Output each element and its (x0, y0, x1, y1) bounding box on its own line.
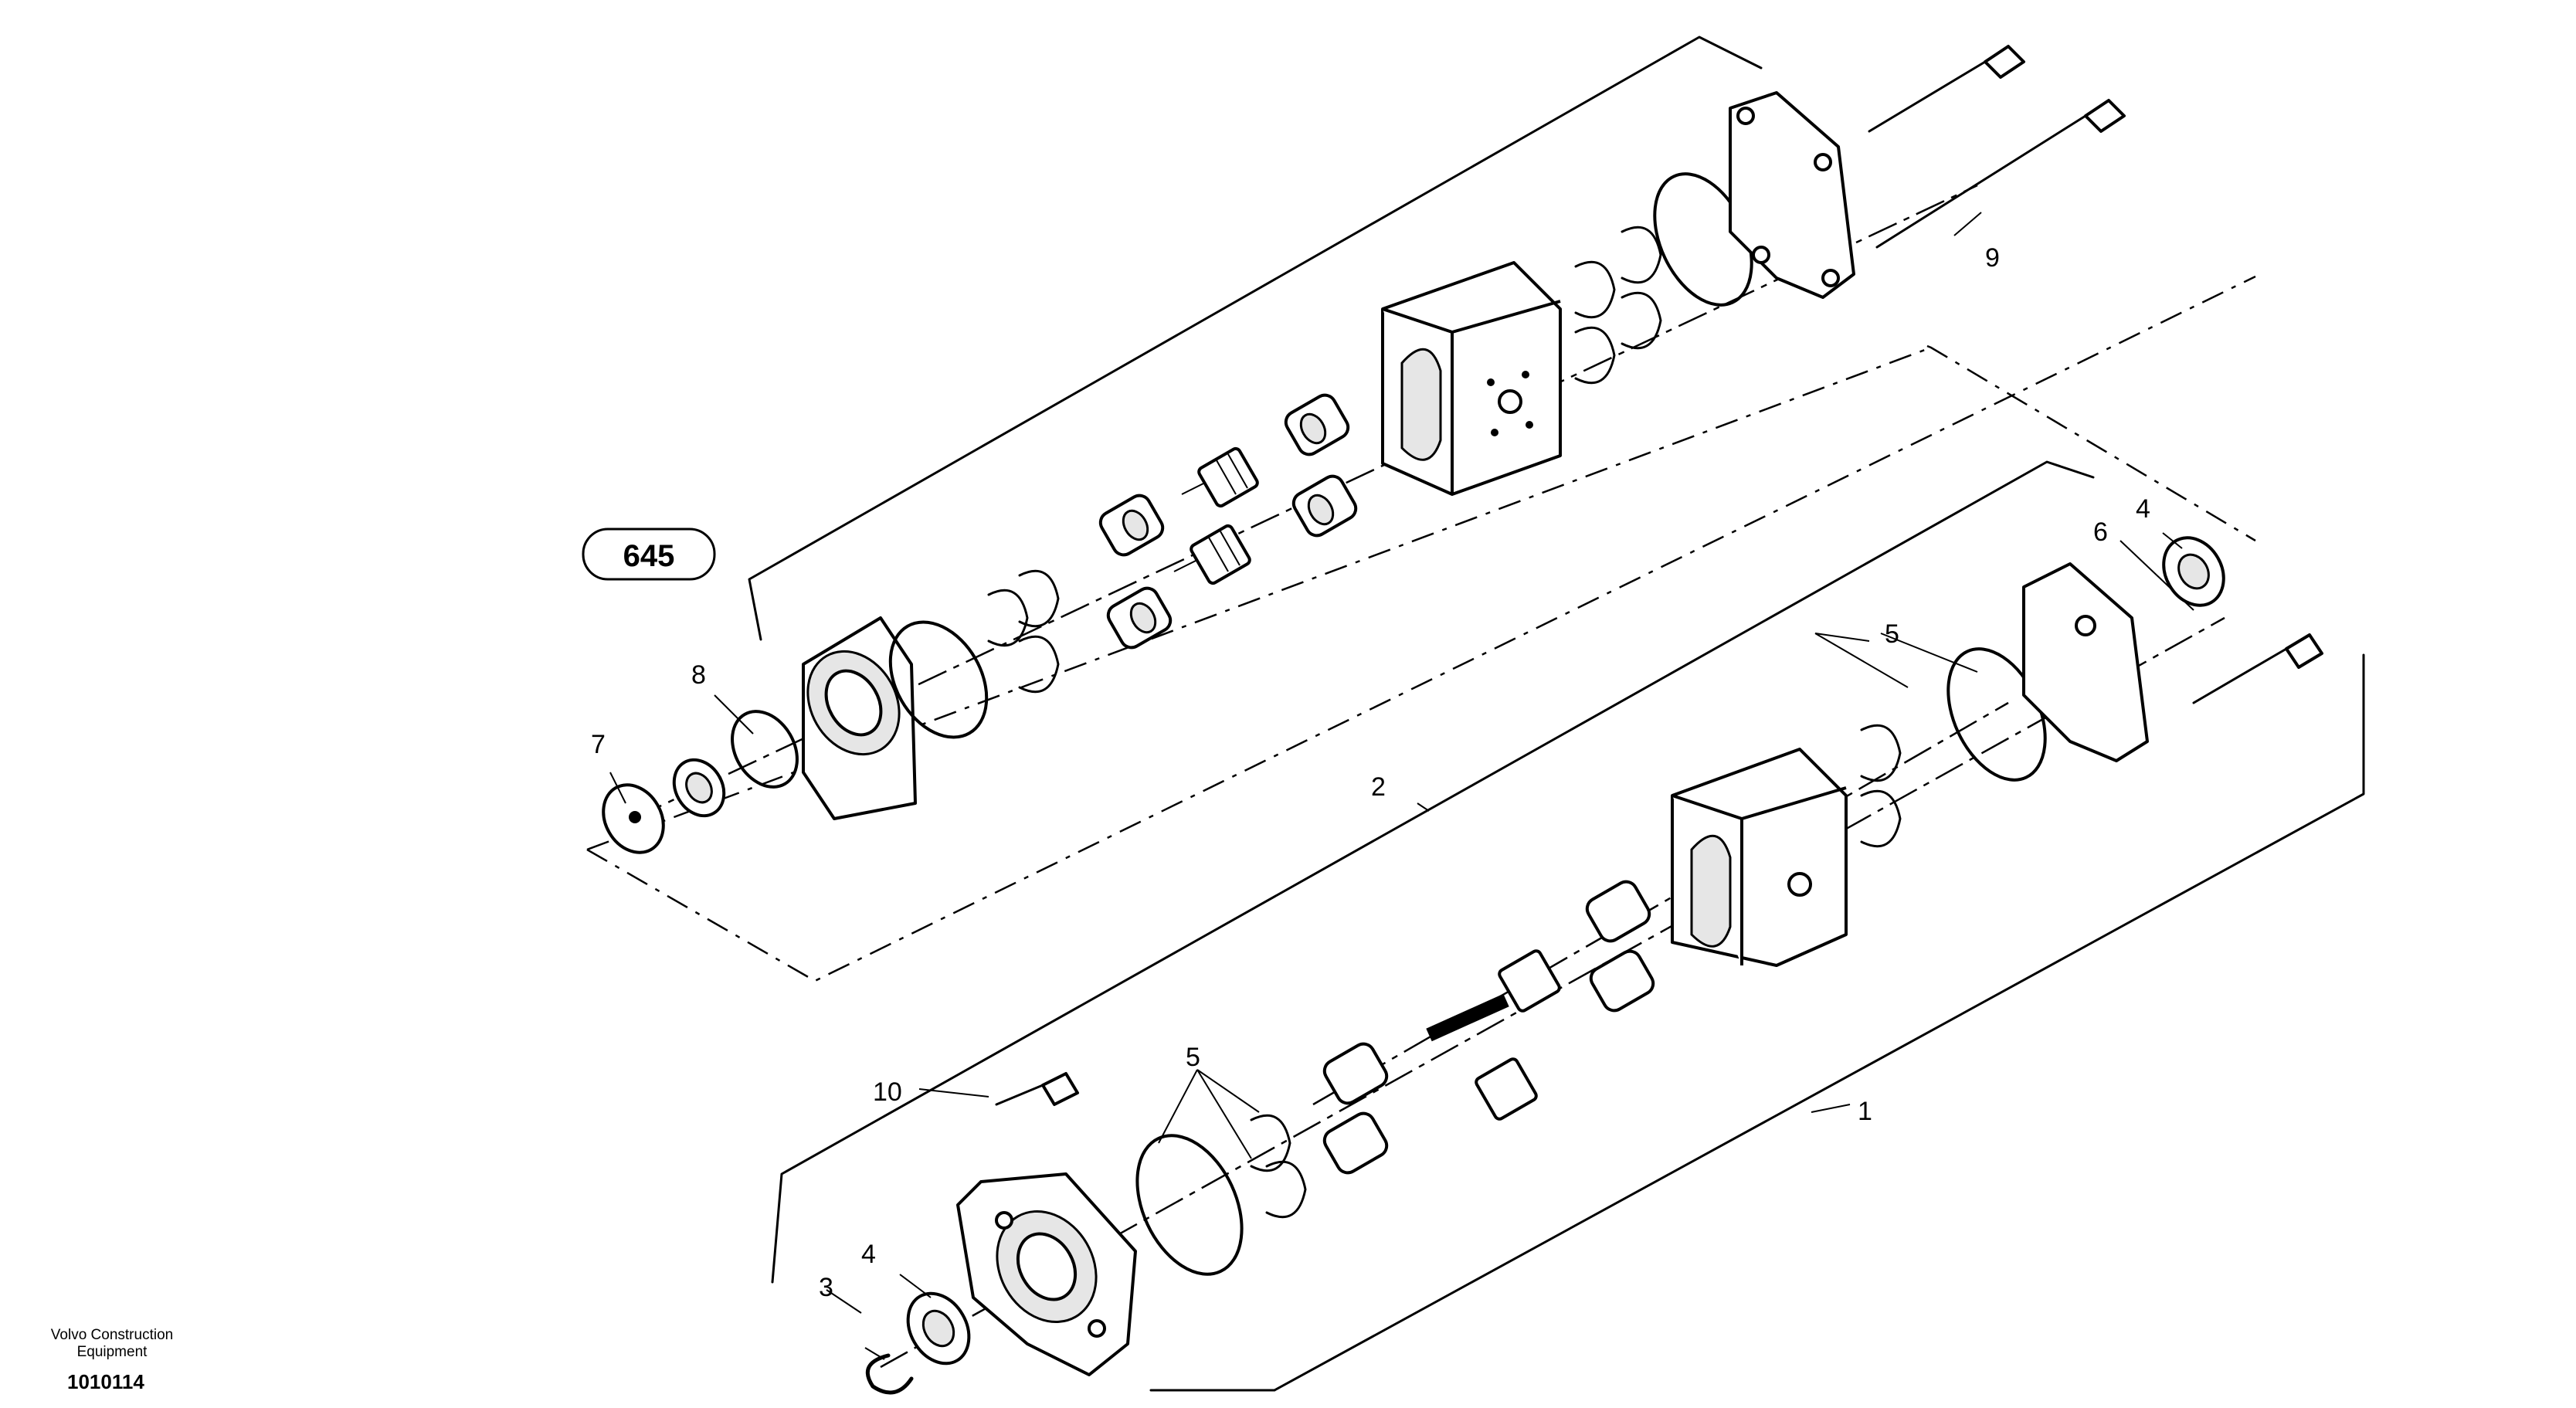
label-2: 2 (1371, 772, 1386, 802)
o-ring-8 (731, 710, 799, 789)
lower-bushing-3 (1585, 880, 1651, 943)
lower-pump (865, 536, 2323, 1395)
footer: Volvo Construction Equipment 1010114 (31, 1327, 193, 1394)
label-4-upper: 4 (2136, 494, 2150, 524)
upper-bushing-2 (1106, 586, 1173, 650)
lower-centre-line-2 (1312, 701, 2009, 1106)
label-9: 9 (1985, 243, 2000, 273)
diagram-code: 1010114 (67, 1370, 144, 1393)
lower-centre-line (880, 616, 2225, 1369)
lower-drive-gear (1426, 949, 1561, 1042)
upper-clip-3 (1018, 635, 1060, 694)
lower-rear-clip-1 (1860, 724, 1902, 782)
reference-callout: 645 (582, 528, 716, 581)
label-7: 7 (591, 730, 606, 759)
lower-pump-housing (1671, 748, 1848, 967)
lower-rear-clip-2 (1860, 789, 1902, 848)
upper-bushing-4 (1291, 474, 1358, 538)
reference-label-645: 645 (623, 539, 675, 573)
bolt-6 (2192, 633, 2323, 704)
label-5-upper: 5 (1885, 619, 1899, 649)
circlip-3 (865, 1353, 914, 1395)
upper-gear-2 (1173, 524, 1251, 585)
upper-clip-2 (1018, 569, 1060, 628)
label-5-lower: 5 (1186, 1043, 1200, 1072)
label-10: 10 (873, 1077, 902, 1107)
upper-rear-clip-3 (1621, 226, 1662, 284)
bearing-4-front (906, 1291, 971, 1366)
lower-front-flange (956, 1172, 1137, 1376)
bearing-4-rear (2162, 536, 2225, 607)
upper-bushing-3 (1284, 393, 1350, 456)
lower-bushing-1 (1322, 1042, 1389, 1105)
label-3: 3 (819, 1273, 833, 1302)
lower-clip-1 (1250, 1114, 1291, 1172)
upper-rear-clip-4 (1621, 291, 1662, 350)
upper-clip-1 (987, 589, 1029, 647)
upper-gear-1 (1181, 446, 1259, 508)
upper-seal-ring (888, 620, 989, 739)
label-6: 6 (2093, 517, 2108, 547)
lower-clip-2 (1265, 1160, 1307, 1219)
lower-o-ring-front (1135, 1134, 1244, 1276)
upper-pump-housing (1381, 261, 1562, 496)
lower-assembly-bracket (771, 460, 2365, 1392)
label-4-lower: 4 (861, 1240, 876, 1269)
label-8: 8 (691, 660, 706, 690)
lower-rear-cover (2022, 562, 2149, 762)
long-bolt-upper (1868, 45, 2025, 133)
upper-rear-clip-1 (1574, 260, 1616, 319)
upper-bushing-1 (1098, 494, 1165, 557)
lower-bushing-4 (1589, 949, 1655, 1013)
bolt-10 (995, 1072, 1079, 1106)
upper-rear-clip-2 (1574, 326, 1616, 385)
upper-rear-cover (1729, 91, 1855, 299)
brand-line-1: Volvo Construction (50, 1327, 174, 1343)
long-bolt-9 (1875, 99, 2126, 249)
brand-line-2: Equipment (76, 1344, 148, 1360)
lower-bushing-2 (1322, 1111, 1389, 1175)
upper-bearing-front (672, 758, 726, 818)
upper-pump (602, 45, 2126, 854)
upper-assembly-bracket (748, 36, 1763, 641)
leader-lines (609, 212, 2194, 1360)
lower-driven-gear (1475, 1057, 1538, 1121)
label-1: 1 (1858, 1097, 1872, 1126)
